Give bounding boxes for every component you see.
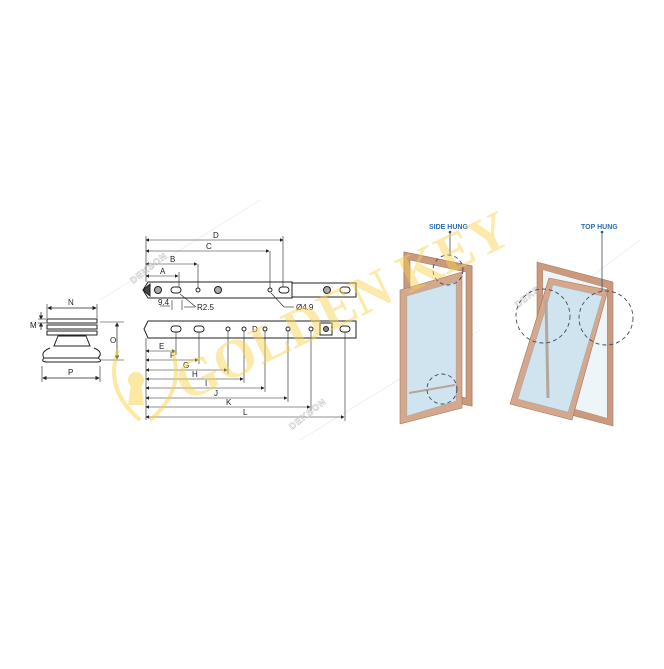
dim-label-b: B xyxy=(170,255,175,264)
side-hung-window-illustration xyxy=(399,230,473,425)
dim-label-p: P xyxy=(68,368,73,377)
cross-section-profile xyxy=(38,304,124,382)
annotation-hole-diameter: Ø4.9 xyxy=(296,303,314,312)
dim-label-h: H xyxy=(192,370,198,379)
dim-label-c: C xyxy=(206,242,212,251)
top-hung-window-illustration xyxy=(509,230,634,427)
dim-label-m: M xyxy=(30,321,37,330)
dim-label-l: L xyxy=(243,408,248,417)
dim-label-j: J xyxy=(214,389,218,398)
dim-label-e: E xyxy=(159,342,164,351)
dim-label-k: K xyxy=(226,398,232,407)
dim-label-d: D xyxy=(213,231,219,240)
dim-label-a: A xyxy=(160,267,166,276)
top-view-arm xyxy=(142,281,357,299)
dim-label-g: G xyxy=(183,361,189,370)
annotation-offset: 9.4 xyxy=(158,298,170,307)
dim-label-n: N xyxy=(68,298,74,307)
annotation-slot-radius: R2.5 xyxy=(197,303,214,312)
svg-text:D: D xyxy=(252,325,258,334)
dim-label-o: O xyxy=(110,336,116,345)
keyhole-laurel-icon xyxy=(112,349,178,422)
label-top-hung: TOP HUNG xyxy=(581,224,618,231)
label-side-hung: SIDE HUNG xyxy=(429,224,468,231)
dim-label-i: I xyxy=(205,379,207,388)
